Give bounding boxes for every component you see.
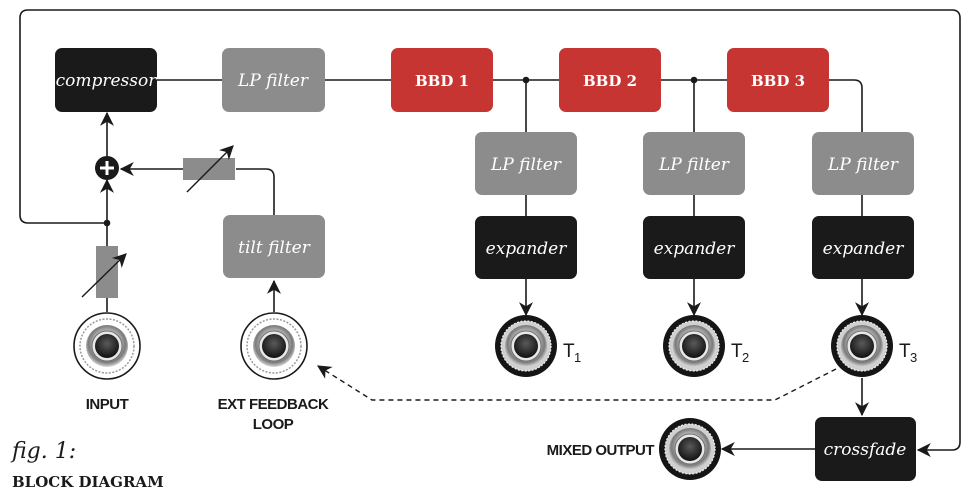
tap3-subscript: 3 bbox=[910, 350, 917, 365]
compressor-label: compressor bbox=[56, 71, 158, 91]
lp-filter-main-block[interactable]: LP filter bbox=[222, 48, 325, 112]
lp-filter-tap3-label: LP filter bbox=[827, 155, 899, 175]
tap3-label: T 3 bbox=[899, 341, 917, 365]
bbd1-label: BBD 1 bbox=[415, 72, 469, 90]
jacks bbox=[73, 312, 893, 480]
figure-number: fig. 1: bbox=[10, 439, 76, 464]
figure-title: BLOCK DIAGRAM bbox=[12, 473, 164, 491]
tap2-label: T 2 bbox=[731, 341, 749, 365]
input-level-pot[interactable] bbox=[81, 246, 127, 298]
tap2-output-jack[interactable] bbox=[663, 315, 725, 377]
ext-feedback-label-line1: EXT FEEDBACK bbox=[218, 396, 329, 413]
feedback-level-pot[interactable] bbox=[183, 145, 235, 193]
lp-filter-tap2-block[interactable]: LP filter bbox=[643, 132, 745, 195]
expander-tap3-block[interactable]: expander bbox=[812, 216, 914, 279]
crossfade-block[interactable]: crossfade bbox=[815, 417, 916, 481]
wire-bbd3-tap3 bbox=[829, 79, 863, 132]
expander-tap2-label: expander bbox=[654, 239, 736, 259]
lp-filter-tap1-block[interactable]: LP filter bbox=[475, 132, 577, 195]
dashed-feedback-wire bbox=[317, 365, 837, 401]
tap1-subscript: 1 bbox=[574, 350, 581, 365]
ext-feedback-jack[interactable] bbox=[240, 312, 308, 380]
mixed-output-jack[interactable] bbox=[659, 418, 721, 480]
tap1-output-jack[interactable] bbox=[495, 315, 557, 377]
lp-filter-tap1-label: LP filter bbox=[490, 155, 562, 175]
lp-filter-tap2-label: LP filter bbox=[658, 155, 730, 175]
wire-tilt-pot bbox=[236, 168, 275, 215]
bbd3-label: BBD 3 bbox=[751, 72, 805, 90]
mixed-output-label: MIXED OUTPUT bbox=[547, 442, 655, 459]
expander-tap1-label: expander bbox=[486, 239, 568, 259]
outer-loop-wire bbox=[19, 9, 961, 457]
bbd3-block[interactable]: BBD 3 bbox=[727, 48, 829, 112]
tap3-output-jack[interactable] bbox=[831, 315, 893, 377]
input-jack-label: INPUT bbox=[86, 396, 129, 413]
crossfade-label: crossfade bbox=[824, 440, 907, 460]
lp-filter-main-label: LP filter bbox=[237, 71, 309, 91]
lp-filter-tap3-block[interactable]: LP filter bbox=[812, 132, 914, 195]
input-jack[interactable] bbox=[73, 312, 141, 380]
expander-tap1-block[interactable]: expander bbox=[475, 216, 577, 279]
expander-tap2-block[interactable]: expander bbox=[643, 216, 745, 279]
compressor-block[interactable]: compressor bbox=[55, 48, 157, 112]
tap2-letter: T bbox=[731, 341, 743, 362]
ext-feedback-label-line2: LOOP bbox=[253, 416, 294, 433]
expander-tap3-label: expander bbox=[823, 239, 905, 259]
bbd2-label: BBD 2 bbox=[583, 72, 637, 90]
bbd1-block[interactable]: BBD 1 bbox=[391, 48, 493, 112]
tilt-filter-block[interactable]: tilt filter bbox=[223, 215, 325, 278]
tap3-letter: T bbox=[899, 341, 911, 362]
tilt-filter-label: tilt filter bbox=[238, 238, 311, 258]
tap1-label: T 1 bbox=[563, 341, 581, 365]
tap1-letter: T bbox=[563, 341, 575, 362]
summing-junction bbox=[95, 156, 119, 180]
tap2-subscript: 2 bbox=[742, 350, 749, 365]
bbd2-block[interactable]: BBD 2 bbox=[559, 48, 661, 112]
wires bbox=[19, 9, 961, 457]
